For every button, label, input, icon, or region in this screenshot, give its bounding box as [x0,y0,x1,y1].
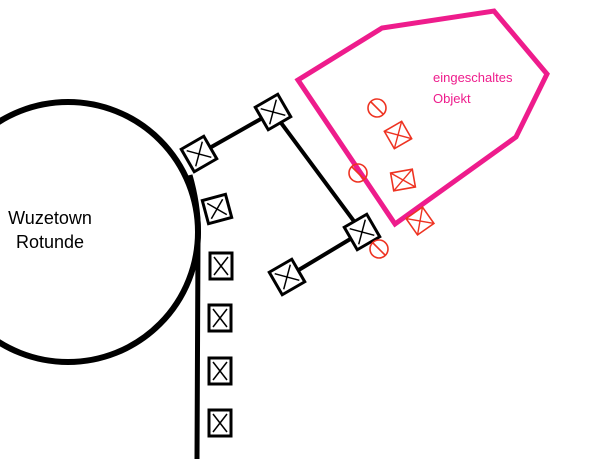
marker-square-icon[interactable] [389,168,417,192]
node-square-icon[interactable] [207,408,233,438]
marker-circle-icon[interactable] [348,163,368,183]
vertical-track[interactable] [187,174,201,459]
rotunda-name-line2: Rotunde [16,232,84,252]
node-square-icon[interactable] [342,212,382,252]
selection-outline[interactable] [294,8,550,228]
selection-label-line2: Objekt [433,91,471,106]
node-square-icon[interactable] [267,257,307,297]
marker-square-icon[interactable] [404,205,436,237]
marker-circle-icon[interactable] [369,239,389,259]
node-square-icon[interactable] [200,192,234,226]
node-square-icon[interactable] [207,356,233,386]
rotunda-name-line1: Wuzetown [8,208,92,228]
node-square-icon[interactable] [207,303,233,333]
marker-square-icon[interactable] [383,120,413,150]
node-square-icon[interactable] [253,92,293,132]
selection-label-line1: eingeschaltes [433,70,513,85]
node-square-icon[interactable] [208,251,234,281]
loop-track[interactable] [198,109,365,279]
node-square-icon[interactable] [179,134,219,174]
marker-circle-icon[interactable] [367,98,387,118]
